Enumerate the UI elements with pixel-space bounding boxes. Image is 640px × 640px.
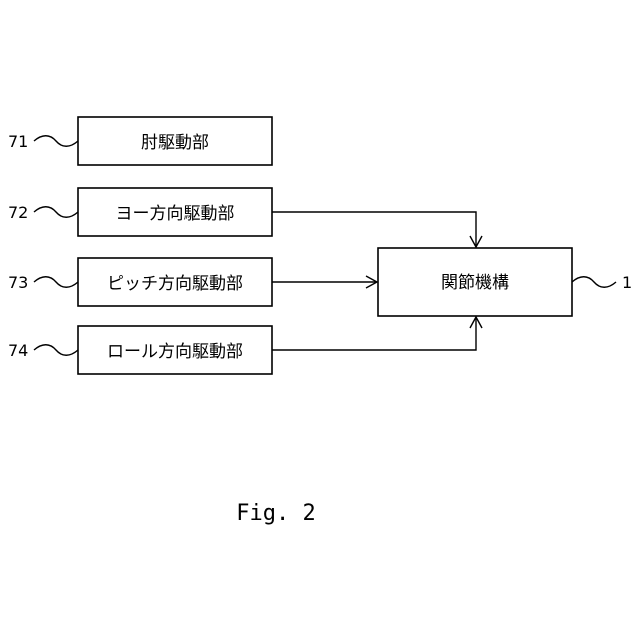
block-joint-mechanism-label: 関節機構	[441, 273, 509, 293]
ref-71-label: 71	[8, 132, 28, 151]
ref-71-leader	[34, 136, 78, 147]
connector-roll-to-joint	[272, 318, 476, 350]
block-elbow-drive-label: 肘駆動部	[141, 133, 209, 153]
ref-1-label: 1	[622, 273, 632, 292]
ref-74-leader	[34, 345, 78, 356]
block-roll-drive: ロール方向駆動部	[78, 326, 272, 374]
ref-73-leader	[34, 277, 78, 288]
block-roll-drive-label: ロール方向駆動部	[107, 342, 243, 362]
block-joint-mechanism: 関節機構	[378, 248, 572, 316]
ref-73-label: 73	[8, 273, 28, 292]
block-yaw-drive: ヨー方向駆動部	[78, 188, 272, 236]
block-pitch-drive-label: ピッチ方向駆動部	[107, 274, 243, 294]
block-yaw-drive-label: ヨー方向駆動部	[116, 204, 235, 224]
figure-caption: Fig. 2	[236, 501, 315, 526]
connector-yaw-to-joint	[272, 212, 476, 246]
ref-72-leader	[34, 207, 78, 218]
block-elbow-drive: 肘駆動部	[78, 117, 272, 165]
ref-1-leader	[572, 277, 616, 288]
ref-74-label: 74	[8, 341, 28, 360]
block-pitch-drive: ピッチ方向駆動部	[78, 258, 272, 306]
ref-72-label: 72	[8, 203, 28, 222]
